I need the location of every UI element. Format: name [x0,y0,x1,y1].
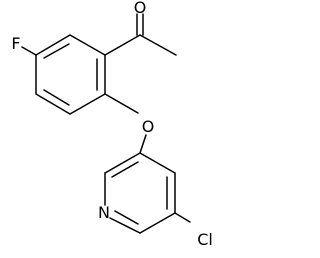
atom-label-ether-oxygen: O [142,117,155,136]
bond-ring-a-2-inner [43,43,70,59]
bond-carbonyl-to-methyl [139,34,177,56]
atom-label-fluorine: F [11,34,20,53]
bond-ring-to-fluorine [21,46,37,56]
bond-ring-b-6 [139,152,176,174]
atom-label-carbonyl-oxygen: O [134,0,147,17]
bond-ring-a-1 [69,34,106,56]
bond-ring-a-5 [69,93,106,115]
bond-ether-oxygen-to-pyridine [139,134,147,154]
atom-label-nitrogen: N [98,203,110,222]
bond-ring-a-4-inner [43,89,70,106]
atom-label-chlorine: Cl [197,230,213,249]
bond-ring-b-4 [139,212,176,234]
chemical-structure-diagram: O F O N Cl [11,0,212,249]
bond-ring-a-2 [35,34,71,56]
bond-ring-b-3 [109,217,141,234]
bond-ring-b-3-inner [114,210,139,225]
atom-labels: O F O N Cl [11,0,212,249]
bond-ring-to-chlorine [174,212,191,223]
bond-ring-b-1 [104,152,141,174]
bonds [21,13,191,234]
bond-ring-to-carbonyl [104,34,141,56]
bond-ring-b-1-inner [111,161,139,178]
bond-ring-to-ether-oxygen [104,93,139,114]
bond-ring-a-4 [35,93,71,115]
